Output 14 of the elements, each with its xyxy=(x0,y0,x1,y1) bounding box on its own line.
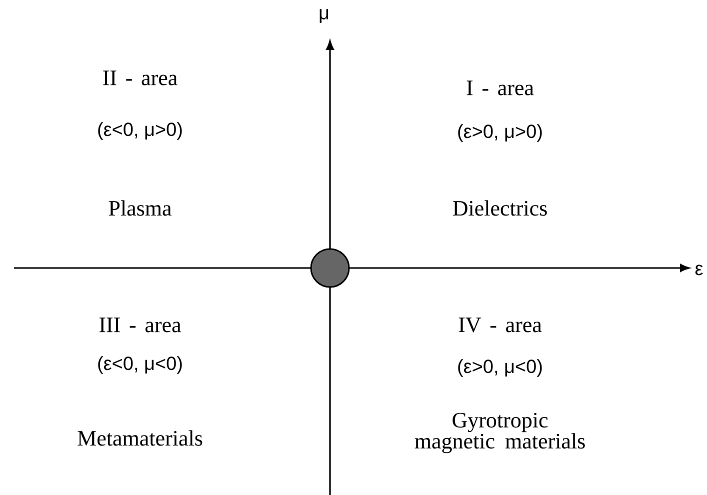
material-name: Metamaterials xyxy=(78,430,202,446)
region-title: III - area xyxy=(99,318,182,332)
axis-label: ε xyxy=(695,264,703,276)
axis-label: μ xyxy=(320,9,328,23)
material-name: Gyrotropic magnetic materials xyxy=(414,412,585,454)
sign-condition: (ε>0, μ>0) xyxy=(458,124,542,142)
sign-condition: (ε<0, μ<0) xyxy=(98,356,182,374)
region-title: IV - area xyxy=(458,318,542,332)
material-name: Dielectrics xyxy=(453,200,547,216)
sign-condition: (ε<0, μ>0) xyxy=(98,122,182,140)
region-title: II - area xyxy=(103,70,178,86)
material-name: Plasma xyxy=(108,200,172,216)
region-title: I - area xyxy=(466,80,534,96)
sign-condition: (ε>0, μ<0) xyxy=(458,359,542,377)
